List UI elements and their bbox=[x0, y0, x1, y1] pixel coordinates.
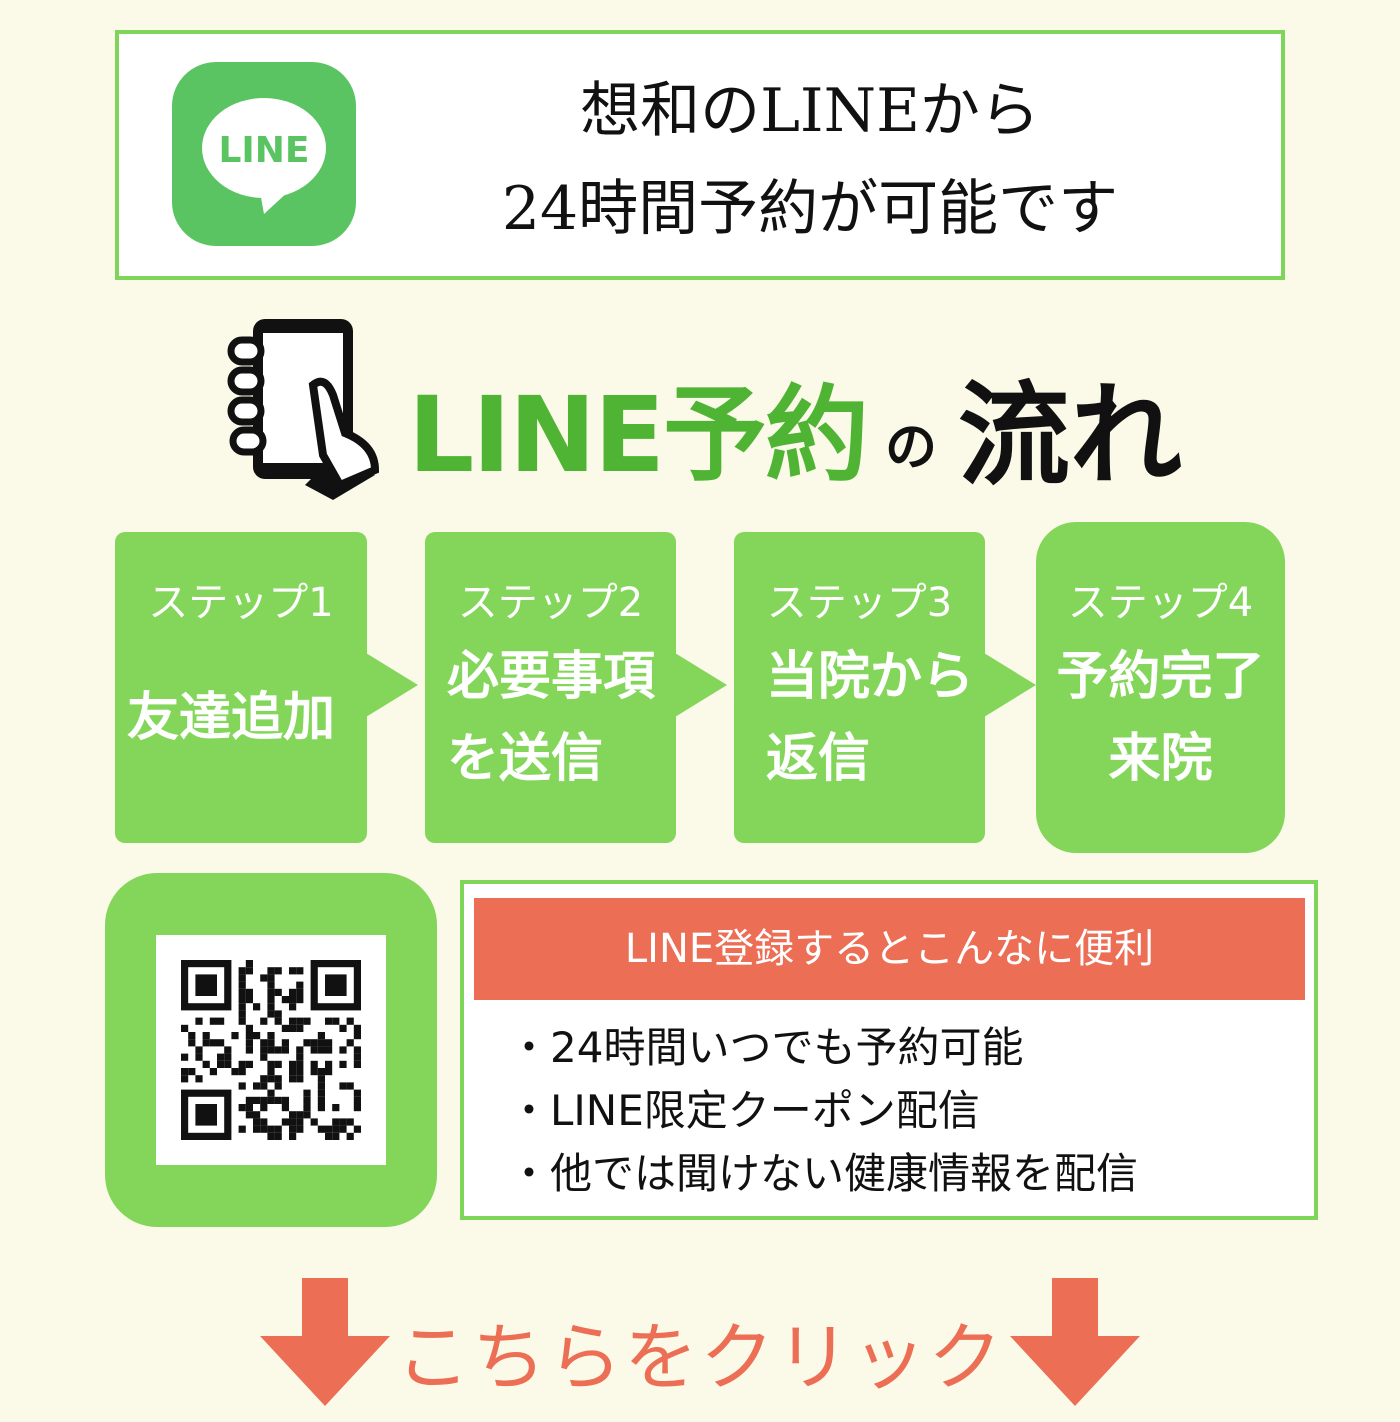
step-text: 当院から bbox=[766, 647, 975, 707]
smartphone-hand-icon bbox=[227, 319, 380, 500]
title-flow: 流れ bbox=[958, 371, 1182, 501]
arrow-right-icon bbox=[675, 653, 727, 717]
line-bubble-icon: LINE bbox=[202, 98, 326, 214]
step-text: 予約完了 bbox=[1056, 647, 1265, 707]
step-4: ステップ4 予約完了 来院 bbox=[1036, 522, 1285, 853]
click-here-link[interactable]: こちらをクリック bbox=[396, 1315, 1004, 1401]
step-3: ステップ3 当院から 返信 bbox=[734, 532, 985, 843]
arrow-down-icon bbox=[260, 1278, 390, 1406]
step-text: 来院 bbox=[1108, 729, 1213, 789]
qr-code-icon bbox=[181, 960, 361, 1140]
step-1: ステップ1 友達追加 bbox=[115, 532, 367, 843]
line-app-icon[interactable]: LINE bbox=[172, 62, 356, 246]
qr-code[interactable] bbox=[156, 935, 386, 1165]
benefit-item: ・他では聞けない健康情報を配信 bbox=[508, 1149, 1139, 1198]
line-logo-text: LINE bbox=[218, 130, 309, 171]
header-line-1: 想和のLINEから bbox=[580, 76, 1040, 146]
step-text: 返信 bbox=[766, 729, 871, 789]
benefits-heading: LINE登録するとこんなに便利 bbox=[474, 898, 1305, 1000]
title-line-reservation: LINE予約 bbox=[408, 374, 869, 496]
arrow-down-icon bbox=[1010, 1278, 1140, 1406]
title-particle: の bbox=[885, 418, 938, 478]
header-line-2: 24時間予約が可能です bbox=[501, 174, 1119, 244]
step-2: ステップ2 必要事項 を送信 bbox=[425, 532, 676, 843]
benefit-item: ・24時間いつでも予約可能 bbox=[508, 1023, 1024, 1072]
step-label: ステップ3 bbox=[766, 580, 953, 626]
benefit-item: ・LINE限定クーポン配信 bbox=[508, 1086, 980, 1135]
arrow-right-icon bbox=[984, 653, 1036, 717]
header-text: 想和のLINEから 24時間予約が可能です bbox=[370, 62, 1250, 258]
step-text: を送信 bbox=[447, 729, 604, 789]
step-label: ステップ1 bbox=[148, 580, 334, 626]
step-text: 友達追加 bbox=[127, 688, 336, 748]
step-label: ステップ2 bbox=[457, 580, 644, 626]
arrow-right-icon bbox=[366, 653, 418, 717]
step-text: 必要事項 bbox=[447, 647, 656, 707]
step-label: ステップ4 bbox=[1067, 580, 1254, 626]
